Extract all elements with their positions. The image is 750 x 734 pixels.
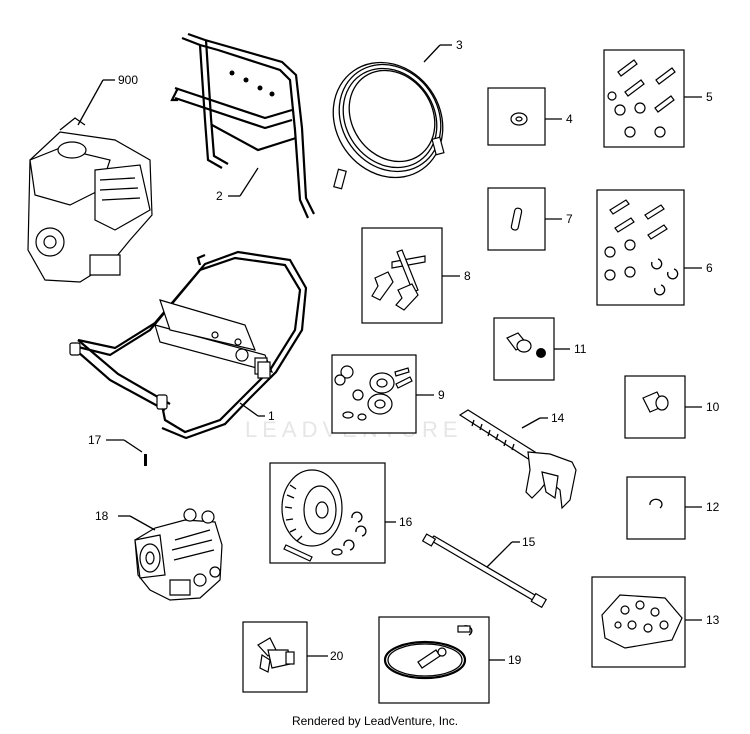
part-20-valve[interactable] (242, 621, 308, 693)
callout-18: 18 (95, 509, 109, 523)
part-8-knobs[interactable] (361, 227, 443, 324)
part-11-fitting[interactable] (493, 317, 555, 381)
callout-14: 14 (551, 411, 565, 425)
part-16-wheel[interactable] (269, 462, 386, 564)
part-19-o-ring-kit[interactable] (378, 616, 490, 704)
part-17-pin[interactable] (144, 454, 147, 466)
part-900-engine[interactable] (27, 117, 153, 283)
part-12-clip[interactable] (626, 476, 686, 540)
callout-16: 16 (399, 515, 413, 529)
leader-900 (77, 79, 104, 126)
part-1-base-frame[interactable] (69, 250, 308, 440)
callout-4: 4 (566, 112, 573, 126)
part-13-hardware-bag[interactable] (591, 576, 686, 668)
callout-20: 20 (330, 649, 344, 663)
callout-2: 2 (216, 189, 223, 203)
callout-900: 900 (118, 73, 138, 87)
part-6-hardware[interactable] (596, 189, 685, 306)
parts-diagram: LEADVENTURE 900 2 (27, 32, 720, 704)
callout-6: 6 (706, 261, 713, 275)
part-7-pin[interactable] (487, 187, 546, 251)
callout-8: 8 (464, 269, 471, 283)
part-5-bolts-nuts[interactable] (603, 49, 685, 148)
callout-12: 12 (706, 500, 720, 514)
callout-3: 3 (456, 38, 463, 52)
callout-11: 11 (574, 342, 587, 356)
part-15-lance[interactable] (421, 533, 548, 609)
part-2-handle[interactable] (170, 32, 315, 219)
callout-10: 10 (706, 400, 720, 414)
callout-7: 7 (566, 212, 573, 226)
callout-1: 1 (268, 409, 275, 423)
part-10-fitting[interactable] (624, 375, 686, 439)
part-3-hose[interactable] (311, 41, 465, 199)
part-9-wheel-hardware[interactable] (331, 354, 417, 434)
callout-15: 15 (522, 535, 536, 549)
part-14-spray-gun[interactable] (458, 409, 577, 510)
callout-13: 13 (706, 613, 720, 627)
callout-9: 9 (438, 388, 445, 402)
part-4-nut[interactable] (487, 87, 546, 146)
callout-5: 5 (706, 90, 713, 104)
part-18-pump[interactable] (134, 508, 223, 601)
callout-19: 19 (508, 653, 522, 667)
footer-credit: Rendered by LeadVenture, Inc. (291, 714, 459, 728)
callout-17: 17 (88, 433, 102, 447)
